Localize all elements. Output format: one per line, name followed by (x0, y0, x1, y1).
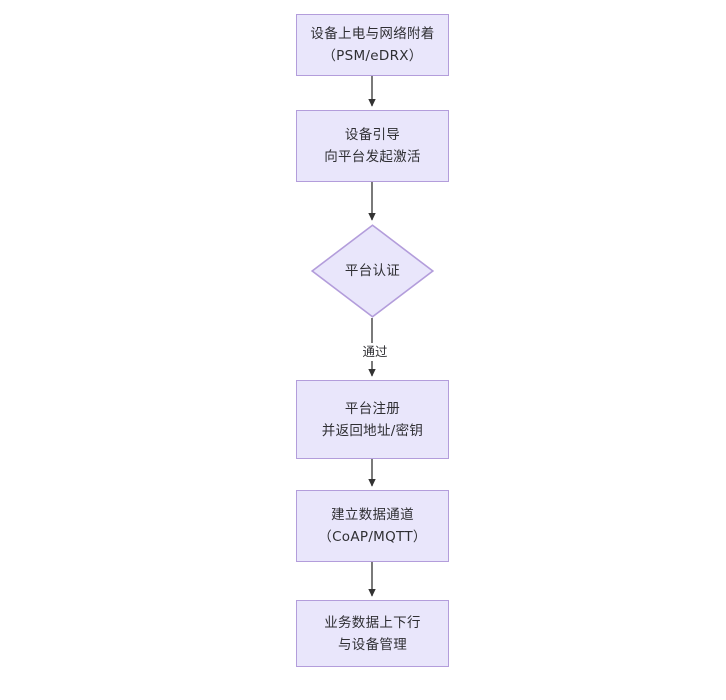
flow-node-power-on-attach[interactable]: 设备上电与网络附着 （PSM/eDRX） (296, 14, 449, 76)
flow-node-device-bootstrap[interactable]: 设备引导 向平台发起激活 (296, 110, 449, 182)
edge-label-pass: 通过 (352, 343, 398, 361)
flow-node-platform-register[interactable]: 平台注册 并返回地址/密钥 (296, 380, 449, 459)
node-n4-line-2: 并返回地址/密钥 (321, 422, 424, 439)
node-n6-line-1: 业务数据上下行 (324, 614, 421, 631)
flow-node-business-data[interactable]: 业务数据上下行 与设备管理 (296, 600, 449, 667)
node-n5-line-2: （CoAP/MQTT） (318, 529, 427, 545)
flow-node-data-channel[interactable]: 建立数据通道 （CoAP/MQTT） (296, 490, 449, 562)
node-n4-line-1: 平台注册 (344, 400, 401, 417)
node-n1-line-1: 设备上电与网络附着 (310, 26, 435, 42)
diamond-shape (311, 224, 434, 318)
node-n2-line-1: 设备引导 (344, 127, 401, 143)
node-n1-line-2: （PSM/eDRX） (322, 48, 423, 64)
node-n6-line-2: 与设备管理 (338, 636, 407, 653)
node-n3-label: 平台认证 (344, 263, 401, 279)
edge-label-pass-text: 通过 (362, 344, 388, 359)
flow-node-platform-auth-decision[interactable]: 平台认证 (311, 224, 434, 318)
node-n5-line-1: 建立数据通道 (331, 507, 414, 523)
node-n2-line-2: 向平台发起激活 (324, 149, 421, 165)
